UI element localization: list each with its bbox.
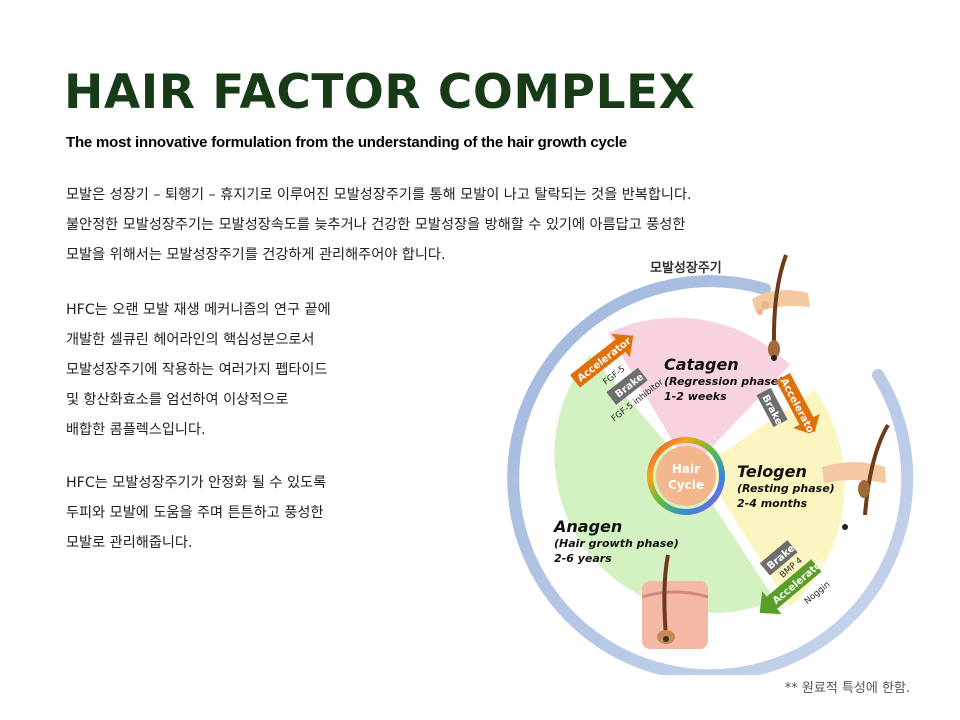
paragraph-line: 모발을 위해서는 모발성장주기를 건강하게 관리해주어야 합니다.: [66, 247, 446, 263]
catagen-sector: [608, 317, 790, 470]
center-label-top: Hair: [672, 462, 700, 476]
anagen-name: Anagen: [552, 517, 622, 536]
brake-arrow: [759, 540, 798, 576]
telogen-duration: 2-4 months: [737, 497, 808, 510]
paragraph-line: 개발한 셀큐린 헤어라인의 핵심성분으로서: [66, 332, 315, 348]
paragraph-line: 배합한 콤플렉스입니다.: [66, 422, 206, 438]
catagen-duration: 1-2 weeks: [664, 390, 727, 403]
center-disc: [656, 446, 716, 506]
anagen-phase: (Hair growth phase): [554, 537, 679, 550]
brake-arrow: [606, 367, 648, 405]
paragraph-line: 및 항산화효소를 엄선하여 이상적으로: [66, 392, 289, 408]
page-subtitle: The most innovative formulation from the…: [66, 134, 627, 151]
paragraph-line: 모발성장주기에 작용하는 여러가지 펩타이드: [66, 362, 328, 378]
telogen-name: Telogen: [737, 462, 807, 481]
telogen-anagen-arrows: Brake BMP 4 Accelerator Noggin: [759, 540, 832, 615]
anagen-duration: 2-6 years: [554, 552, 612, 565]
catagen-phase: (Regression phase): [664, 375, 783, 388]
brake-arrow: [756, 387, 788, 428]
paragraph-line: 모발로 관리해줍니다.: [66, 535, 193, 551]
intro-paragraph: 모발은 성장기 – 퇴행기 – 휴지기로 이루어진 모발성장주기를 통해 모발이…: [66, 180, 692, 270]
accelerator-arrow: [570, 333, 634, 388]
cycle-outer-ring: [507, 275, 914, 675]
hair-cycle-svg: 모발성장주기 Hair Cycle Catagen (Regression ph…: [507, 254, 914, 675]
paragraph-line: HFC는 오랜 모발 재생 메커니즘의 연구 끝에: [66, 302, 331, 318]
paragraph-line: 두피와 모발에 도움을 주며 튼튼하고 풍성한: [66, 505, 324, 521]
center-ring: [647, 437, 725, 515]
center-label-bottom: Cycle: [668, 478, 704, 492]
hair-follicle-catagen-icon: [752, 254, 810, 361]
page-title: HAIR FACTOR COMPLEX: [64, 65, 696, 120]
catagen-name: Catagen: [664, 355, 739, 374]
accelerator-arrow: [775, 373, 820, 436]
hair-follicle-telogen-icon: [822, 423, 890, 530]
accelerator-arrow: [759, 559, 822, 615]
footnote: ** 원료적 특성에 한함.: [784, 681, 910, 696]
hfc-benefit-paragraph: HFC는 모발성장주기가 안정화 될 수 있도록 두피와 모발에 도움을 주며 …: [66, 468, 326, 558]
hfc-description-paragraph: HFC는 오랜 모발 재생 메커니즘의 연구 끝에 개발한 셀큐린 헤어라인의 …: [66, 295, 331, 445]
paragraph-line: HFC는 모발성장주기가 안정화 될 수 있도록: [66, 475, 327, 491]
paragraph-line: 모발은 성장기 – 퇴행기 – 휴지기로 이루어진 모발성장주기를 통해 모발이…: [66, 187, 692, 203]
hair-cycle-diagram: 모발성장주기 Hair Cycle Catagen (Regression ph…: [490, 245, 930, 675]
hair-follicle-anagen-icon: [641, 554, 709, 649]
paragraph-line: 불안정한 모발성장주기는 모발성장속도를 늦추거나 건강한 모발성장을 방해할 …: [66, 217, 686, 233]
telogen-sector: [702, 390, 845, 607]
telogen-phase: (Resting phase): [737, 482, 835, 495]
cycle-title: 모발성장주기: [650, 260, 722, 276]
